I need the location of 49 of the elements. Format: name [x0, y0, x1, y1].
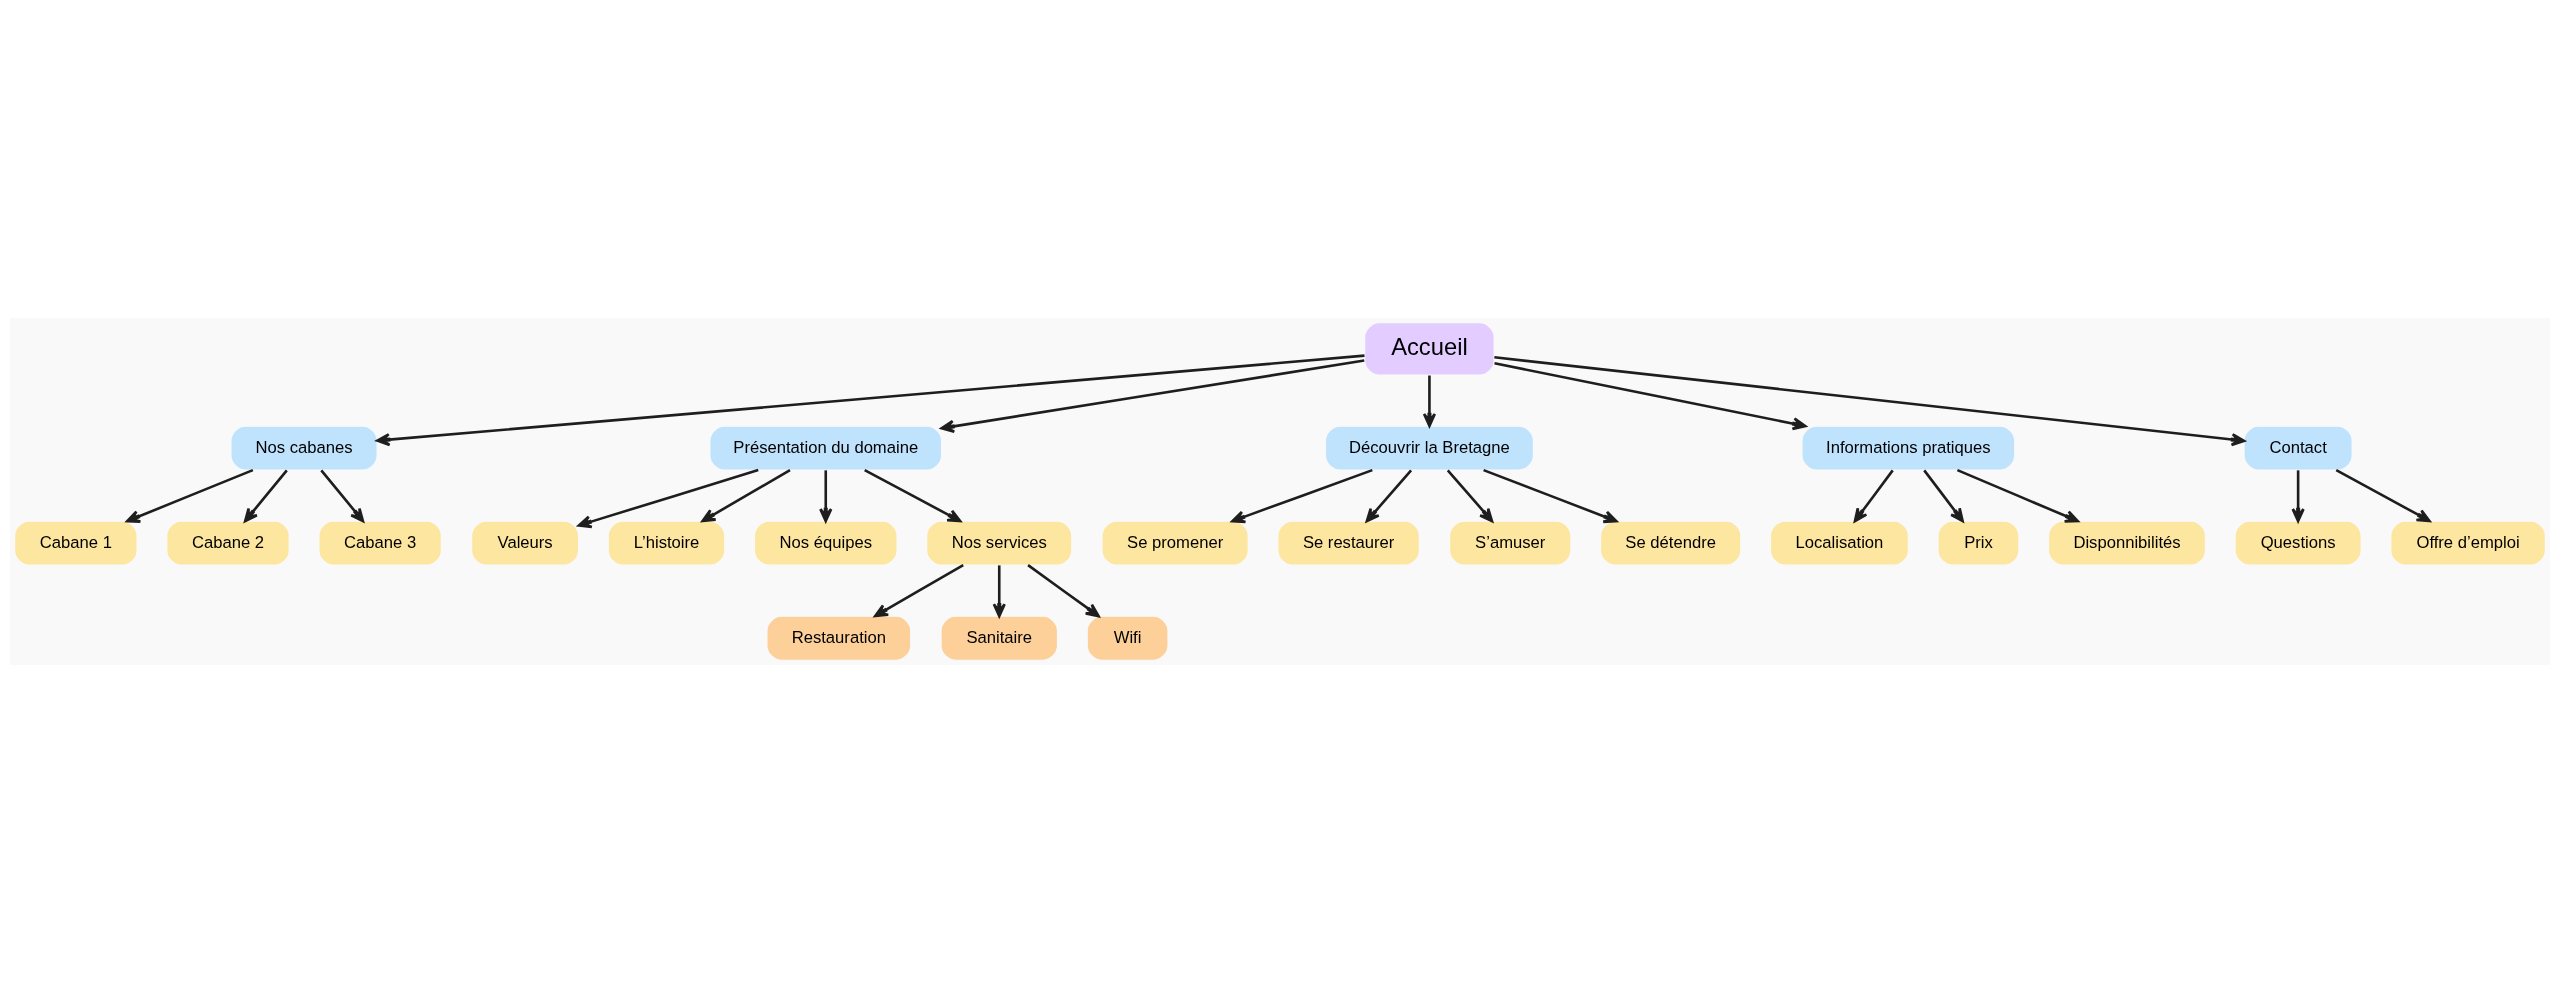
- arrow: [940, 359, 1365, 434]
- arrow: [1446, 469, 1494, 523]
- arrow: [873, 564, 964, 618]
- node-box: Disponnibilités: [2047, 520, 2207, 566]
- arrow: [375, 354, 1365, 447]
- arrow: [864, 468, 962, 523]
- node-box: L’histoire: [607, 520, 726, 566]
- node-box: Cabane 2: [166, 520, 290, 566]
- node-box: S’amuser: [1449, 520, 1572, 566]
- node-box: Cabane 1: [14, 520, 138, 566]
- node-box: Wifi: [1086, 615, 1169, 661]
- arrow: [1365, 469, 1413, 523]
- node-box: Se restaurer: [1277, 520, 1420, 566]
- arrow: [1956, 468, 2080, 523]
- node-box: Nos services: [926, 520, 1073, 566]
- arrow: [1483, 468, 1618, 524]
- arrow: [126, 468, 254, 523]
- arrow: [992, 565, 1006, 618]
- arrow: [243, 469, 288, 523]
- node-box: Prix: [1937, 520, 2020, 566]
- node-box: Valeurs: [471, 520, 580, 566]
- arrow: [2335, 468, 2431, 523]
- node-box: Localisation: [1769, 520, 1909, 566]
- arrow: [320, 469, 365, 523]
- node-box: Nos équipes: [753, 520, 898, 566]
- node-box: Présentation du domaine: [709, 425, 943, 471]
- node-box: Informations pratiques: [1801, 425, 2016, 471]
- arrow: [819, 470, 833, 523]
- arrow: [1231, 468, 1373, 524]
- arrow: [1422, 375, 1437, 428]
- arrow: [1923, 469, 1964, 523]
- node-box: Accueil: [1364, 322, 1495, 376]
- node-box: Nos cabanes: [230, 425, 378, 471]
- arrow: [577, 468, 759, 529]
- arrow: [1853, 469, 1894, 523]
- node-box: Questions: [2234, 520, 2362, 566]
- arrow: [2291, 470, 2305, 523]
- arrow: [1494, 356, 2246, 447]
- node-box: Découvrir la Bretagne: [1324, 425, 1534, 471]
- node-box: Sanitaire: [940, 615, 1059, 661]
- arrow: [1027, 564, 1100, 618]
- node-box: Restauration: [766, 615, 912, 661]
- node-box: Cabane 3: [318, 520, 442, 566]
- node-box: Contact: [2243, 425, 2353, 471]
- arrow: [701, 469, 791, 523]
- arrow: [1494, 361, 1807, 431]
- node-box: Offre d’emploi: [2390, 520, 2546, 566]
- node-box: Se promener: [1101, 520, 1249, 566]
- node-box: Se détendre: [1599, 520, 1742, 566]
